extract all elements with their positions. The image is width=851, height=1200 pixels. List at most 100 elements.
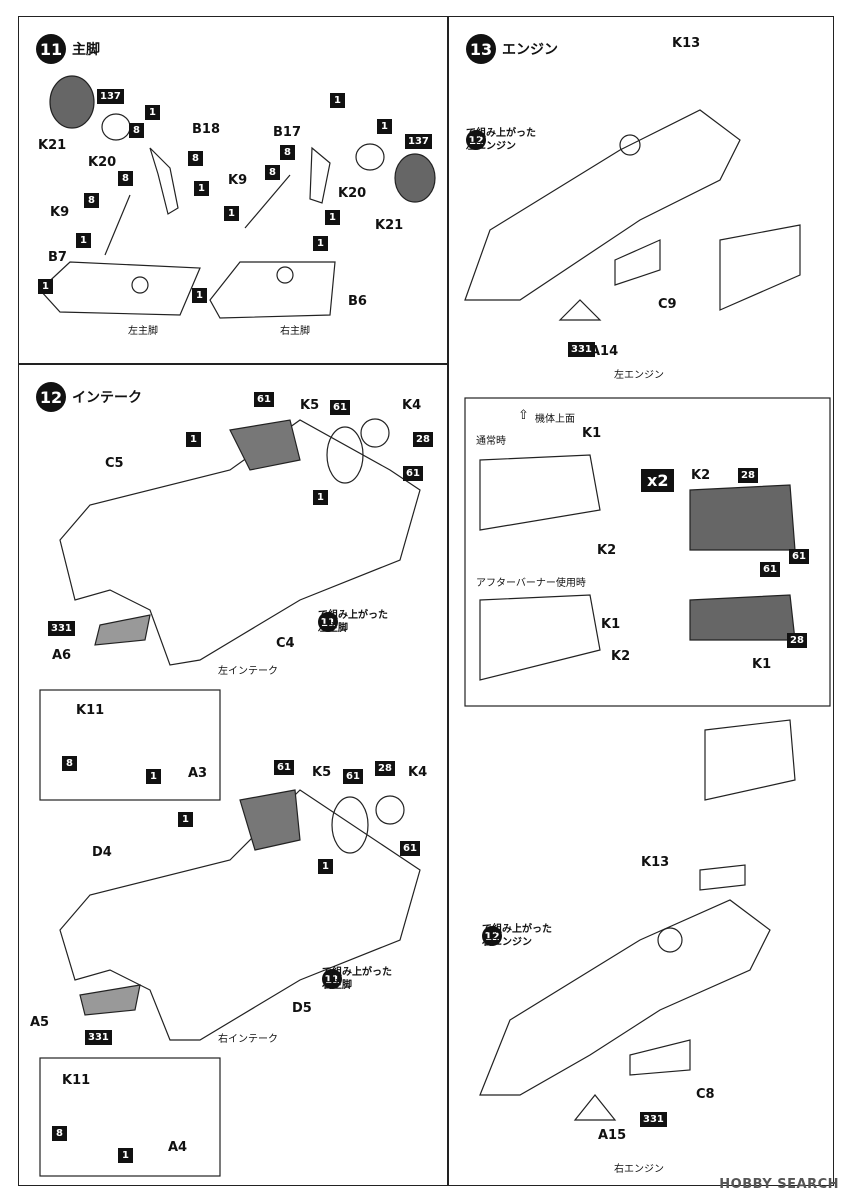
step-11-header: 11 主脚 [36, 34, 100, 64]
ref-text: で組み上がった [318, 610, 388, 621]
part-label: K20 [88, 155, 117, 170]
color-code-box: 8 [52, 1126, 67, 1141]
step-13-header: 13 エンジン [466, 34, 558, 64]
ref-target: 左エンジン [466, 141, 516, 152]
part-label: D5 [292, 1001, 312, 1016]
part-label: K1 [752, 657, 772, 672]
ref-step-number: 12 [466, 130, 486, 150]
step-title: インテーク [72, 390, 142, 406]
color-code-box: 28 [738, 468, 758, 483]
part-label: A15 [598, 1128, 627, 1143]
color-code-box: 1 [118, 1148, 133, 1163]
step-number: 12 [36, 382, 66, 412]
color-code-box: 8 [188, 151, 203, 166]
color-code-box: 1 [76, 233, 91, 248]
color-code-box: 1 [146, 769, 161, 784]
color-code-box: 1 [145, 105, 160, 120]
ref-text: で組み上がった [322, 967, 392, 978]
part-label: K9 [50, 205, 70, 220]
color-code-box: 1 [330, 93, 345, 108]
caption-right-intake: 右インテーク [218, 1034, 278, 1045]
color-code-box: 1 [318, 859, 333, 874]
color-code-box: 8 [265, 165, 280, 180]
part-label: B7 [48, 250, 67, 265]
part-label: K5 [312, 765, 332, 780]
color-code-box: 1 [377, 119, 392, 134]
ref-right-main-gear: 11 で組み上がった右主脚 [322, 967, 392, 991]
ref-right-engine: 12 で組み上がった右エンジン [482, 924, 552, 948]
part-label: K9 [228, 173, 248, 188]
left-intake-art [39, 418, 421, 801]
color-code-box: 8 [129, 123, 144, 138]
color-code-box: 331 [640, 1112, 667, 1127]
ref-left-main-gear: 11 で組み上がった左主脚 [318, 610, 388, 634]
caption-left-intake: 左インテーク [218, 666, 278, 677]
ref-target: 右エンジン [482, 937, 532, 948]
color-code-box: 8 [118, 171, 133, 186]
watermark: HOBBY SEARCH [719, 1177, 839, 1192]
panel-step-13 [448, 16, 834, 1186]
part-label: A5 [30, 1015, 50, 1030]
color-code-box: 137 [97, 89, 124, 104]
color-code-box: 61 [403, 466, 423, 481]
part-label: K11 [62, 1073, 91, 1088]
part-label: C4 [276, 636, 295, 651]
right-engine-art [479, 719, 796, 1121]
ref-step-number: 12 [482, 926, 502, 946]
part-label: K2 [597, 543, 617, 558]
ref-text: で組み上がった [482, 924, 552, 935]
part-label: K4 [408, 765, 428, 780]
ref-step-number: 11 [318, 612, 338, 632]
part-label: K5 [300, 398, 320, 413]
part-label: C8 [696, 1087, 715, 1102]
color-code-box: 61 [789, 549, 809, 564]
color-code-box: 61 [760, 562, 780, 577]
up-arrow-icon: ⇧ [518, 408, 529, 423]
step-12-header: 12 インテーク [36, 382, 142, 412]
part-label: K2 [611, 649, 631, 664]
part-label: B18 [192, 122, 220, 137]
color-code-box: 331 [48, 621, 75, 636]
caption-right-engine: 右エンジン [614, 1164, 664, 1175]
color-code-box: 61 [400, 841, 420, 856]
ref-target: 左主脚 [318, 623, 348, 634]
color-code-box: 1 [313, 490, 328, 505]
color-code-box: 1 [224, 206, 239, 221]
color-code-box: 1 [38, 279, 53, 294]
part-label: B6 [348, 294, 367, 309]
color-code-box: 8 [84, 193, 99, 208]
part-label: A14 [590, 344, 619, 359]
color-code-box: 61 [330, 400, 350, 415]
part-label: B17 [273, 125, 301, 140]
caption-right-main-gear: 右主脚 [280, 326, 310, 337]
color-code-box: 331 [568, 342, 595, 357]
part-label: D4 [92, 845, 112, 860]
part-label: C9 [658, 297, 677, 312]
ref-step-number: 11 [322, 969, 342, 989]
part-label: A6 [52, 648, 72, 663]
panel-step-11 [18, 16, 448, 364]
color-code-box: 1 [194, 181, 209, 196]
part-label: K2 [691, 468, 711, 483]
color-code-box: 28 [375, 761, 395, 776]
part-label: K1 [601, 617, 621, 632]
part-label: K13 [672, 36, 701, 51]
part-label: K4 [402, 398, 422, 413]
right-intake-art [39, 789, 421, 1177]
ref-target: 右主脚 [322, 980, 352, 991]
color-code-box: 61 [254, 392, 274, 407]
color-code-box: 1 [178, 812, 193, 827]
caption-left-main-gear: 左主脚 [128, 326, 158, 337]
detail-up-label: 機体上面 [535, 414, 575, 425]
color-code-box: 61 [274, 760, 294, 775]
right-main-gear-art [209, 143, 436, 319]
color-code-box: 8 [62, 756, 77, 771]
step-title: エンジン [502, 42, 558, 58]
caption-left-engine: 左エンジン [614, 370, 664, 381]
color-code-box: 8 [280, 145, 295, 160]
color-code-box: 1 [325, 210, 340, 225]
detail-normal-label: 通常時 [476, 436, 506, 447]
detail-afterburner-label: アフターバーナー使用時 [476, 578, 586, 589]
part-label: K21 [375, 218, 404, 233]
